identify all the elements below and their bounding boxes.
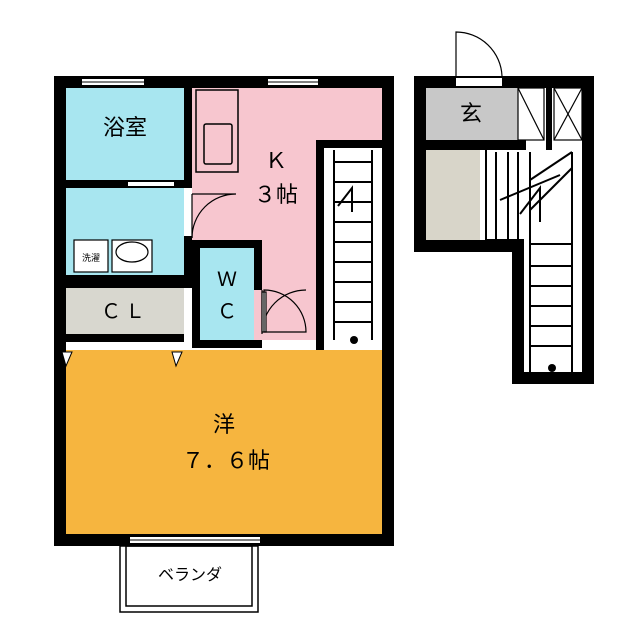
laundry-label: 洗濯	[82, 252, 100, 264]
washer-box	[73, 239, 109, 273]
closet-label: ＣＬ	[101, 299, 149, 323]
entrance-gray-area	[426, 88, 518, 140]
entrance-stairs	[480, 150, 582, 372]
interior-walls	[66, 88, 382, 350]
western-room-area	[66, 350, 382, 534]
veranda	[119, 545, 259, 613]
wc-area	[200, 248, 254, 340]
wc-c-label: Ｃ	[217, 299, 237, 323]
entrance-beige-area	[426, 150, 480, 240]
wash-basin	[111, 239, 153, 273]
closet-area	[66, 288, 184, 334]
entrance-walls	[414, 76, 594, 384]
wc-w-label: Ｗ	[217, 267, 237, 291]
western-size-label: ７．６帖	[182, 449, 270, 474]
entrance-label: 玄	[460, 102, 482, 127]
western-name-label: 洋	[213, 413, 235, 438]
bath-label: 浴室	[103, 116, 147, 141]
shoe-cabinet	[517, 87, 583, 141]
main-stairs	[324, 148, 382, 344]
kitchen-size-label: ３帖	[254, 183, 298, 208]
veranda-label: ベランダ	[158, 565, 222, 584]
kitchen-name-label: Ｋ	[265, 149, 287, 174]
kitchen-counter	[195, 89, 239, 173]
bathroom-area	[66, 88, 184, 180]
